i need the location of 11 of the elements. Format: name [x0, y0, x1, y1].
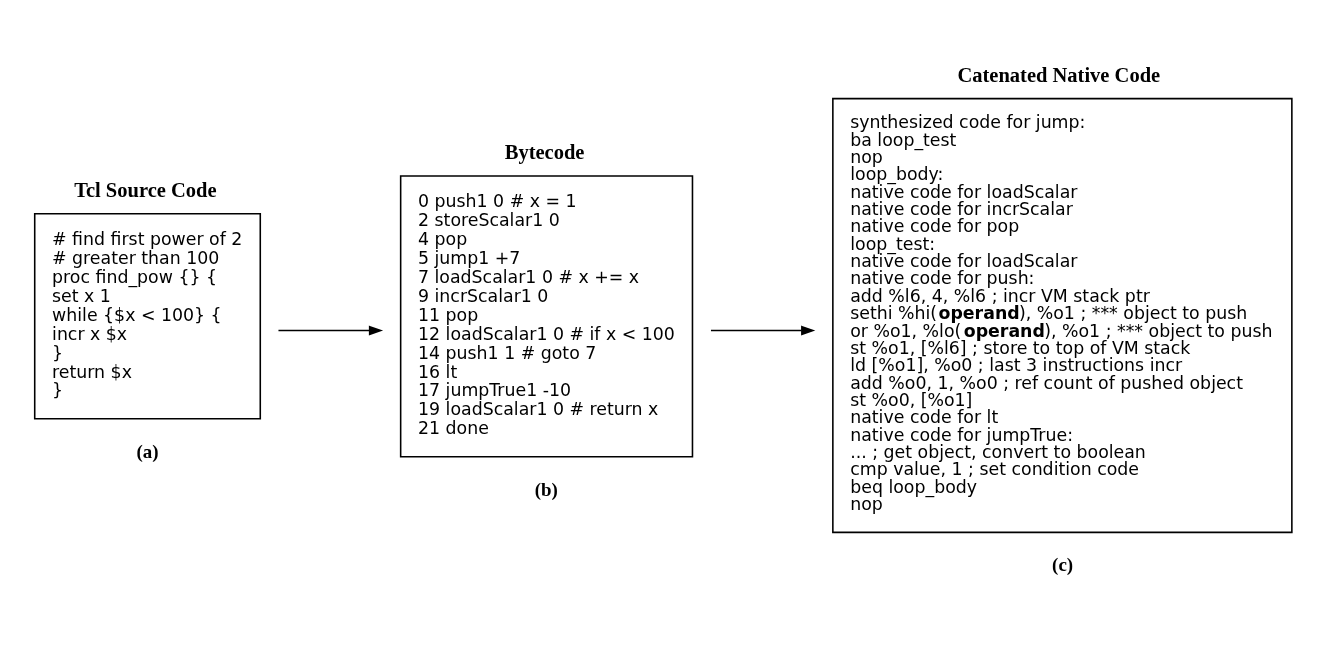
node-label: (a) — [136, 440, 159, 462]
node-label: Catenated Native Code — [957, 63, 1161, 86]
node-label: (c) — [1052, 554, 1074, 576]
node-box: 0 push1 0 # x = 1 2 storeScalar1 0 4 pop 5 jump1 +7 7 loadScalar1 0 # x += x 9 incrScalar1 0 11 pop 12 loadScalar1 0 # if x < 100 14 push1 1 # goto 7 16 lt 17 jumpTrue1 -10 19 loadScalar1 0 # return x 21 done — [399, 175, 694, 458]
node-label: Bytecode — [504, 141, 585, 164]
arrow — [710, 325, 816, 336]
node-label: Tcl Source Code — [74, 179, 217, 202]
node-box: # find first power of 2 # greater than 100 proc find_pow {} { set x 1 while {$x < 100} { incr x $x } return $x } — [33, 213, 262, 420]
node-label: (b) — [534, 478, 558, 500]
node-box: synthesized code for jump: ba loop_test nop loop_body: native code for loadScalar native code for incrScalar native code for pop loop_test: native code for loadScalar native code for push: add %l6, 4, %l6 ; incr VM stack ptr sethi %hi(operand), %o1 ; *** object to push or %o1, %lo(operand), %o1 ; *** object to push st %o1, [%l6] ; store to top of VM stack ld [%o1], %o0 ; last 3 instructions incr add %o0, 1, %o0 ; ref count of pushed object st %o0, [%o1] native code for lt native code for jumpTrue: ... ; get object, convert to boolean cmp value, 1 ; set condition code beq loop_body nop — [832, 97, 1293, 534]
arrow — [277, 325, 384, 336]
